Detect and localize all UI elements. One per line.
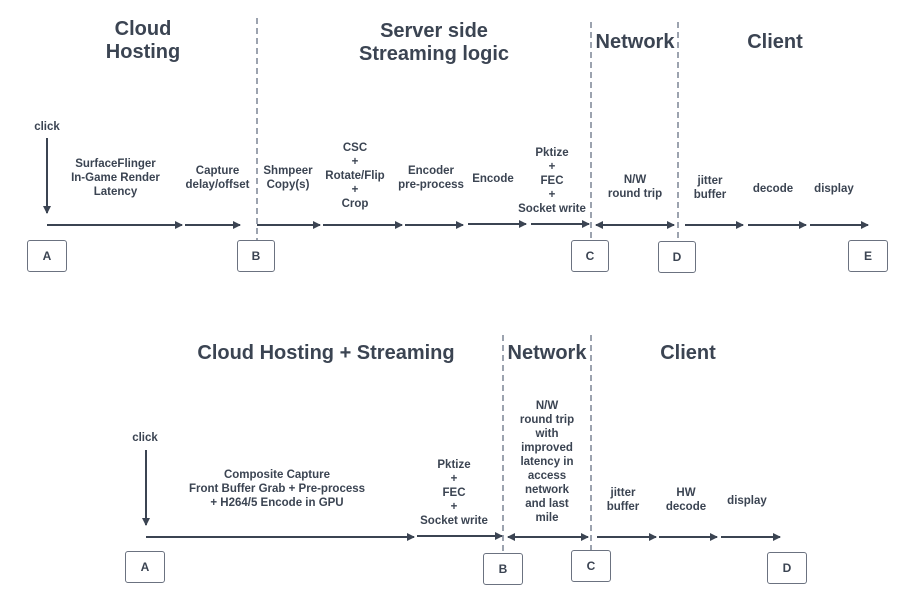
label-click-bottom: click xyxy=(132,432,158,444)
label-pktize-top: Pktize + FEC + Socket write xyxy=(518,147,586,215)
bottom-dividers xyxy=(502,335,592,555)
label-encode: Encode xyxy=(472,173,514,185)
point-d-bottom: D xyxy=(767,552,807,584)
point-c-bottom: C xyxy=(571,550,611,582)
point-b-top: B xyxy=(237,240,275,272)
header-cloud-hosting: Cloud Hosting xyxy=(105,18,181,63)
header-client: Client xyxy=(747,31,803,53)
point-a-top: A xyxy=(27,240,67,272)
point-b-bottom: B xyxy=(483,553,523,585)
label-pktize-bottom: Pktize + FEC + Socket write xyxy=(420,459,488,527)
header-server-side: Server side Streaming logic xyxy=(358,20,510,65)
label-jitter-bottom: jitter buffer xyxy=(606,487,640,513)
header-cloud-streaming: Cloud Hosting + Streaming xyxy=(197,342,455,364)
point-d-top: D xyxy=(658,241,696,273)
point-a-bottom: A xyxy=(125,551,165,583)
top-timeline xyxy=(47,220,869,229)
label-jitter-top: jitter buffer xyxy=(693,175,727,201)
bottom-timeline xyxy=(146,532,781,541)
label-decode-top: decode xyxy=(752,183,794,195)
label-nw-bottom: N/W round trip with improved latency in … xyxy=(519,400,575,524)
label-hw-decode: HW decode xyxy=(665,487,707,513)
label-csc: CSC + Rotate/Flip + Crop xyxy=(325,142,385,210)
label-nw-top: N/W round trip xyxy=(607,174,663,200)
top-dividers xyxy=(256,18,679,242)
label-click-top: click xyxy=(34,121,60,133)
label-shmpeer: Shmpeer Copy(s) xyxy=(263,165,313,191)
header-client-bottom: Client xyxy=(660,342,716,364)
label-surfaceflinger: SurfaceFlinger In-Game Render Latency xyxy=(71,158,160,198)
label-composite: Composite Capture Front Buffer Grab + Pr… xyxy=(188,469,366,509)
label-display-bottom: display xyxy=(727,495,767,507)
point-e-top: E xyxy=(848,240,888,272)
point-c-top: C xyxy=(571,240,609,272)
label-display-top: display xyxy=(814,183,854,195)
header-network: Network xyxy=(595,31,675,53)
label-capture: Capture delay/offset xyxy=(185,165,250,191)
label-encoder-pre: Encoder pre-process xyxy=(398,165,464,191)
header-network-bottom: Network xyxy=(507,342,587,364)
